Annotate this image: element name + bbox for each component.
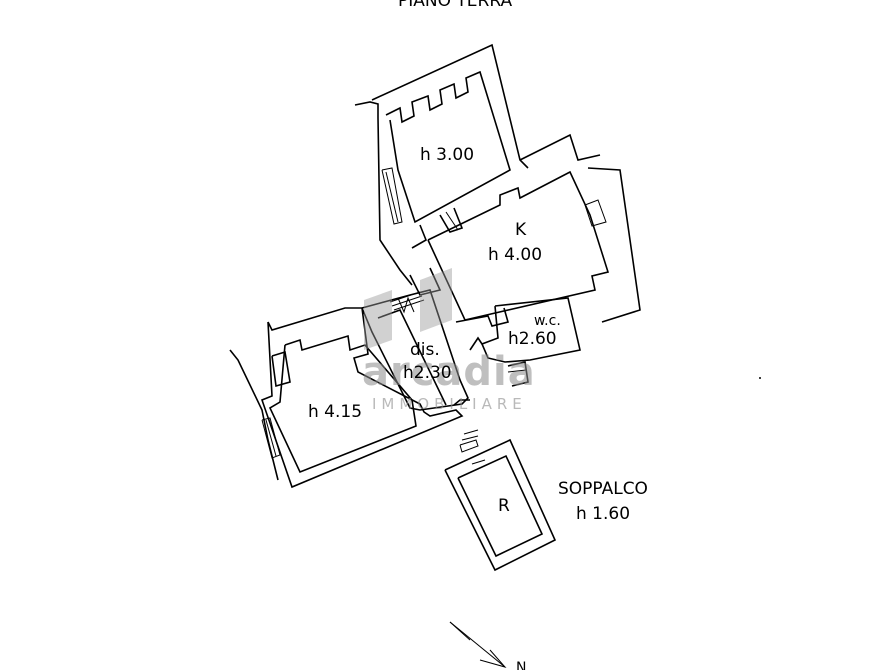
- top-room-walls: [354, 43, 641, 323]
- room-top-height: h 3.00: [420, 145, 474, 165]
- wc-height: h2.60: [508, 329, 557, 349]
- kitchen-label: K: [515, 220, 527, 240]
- kitchen-walls: [411, 170, 610, 327]
- dis-height: h2.30: [403, 363, 452, 383]
- mezzanine-label: SOPPALCO: [558, 479, 648, 499]
- wc-label: w.c.: [534, 313, 561, 329]
- watermark-logo-icon: [364, 290, 392, 350]
- watermark-sub: IMMOBILIARE: [372, 395, 527, 413]
- watermark-brand: arcadia: [362, 349, 536, 395]
- storage-walls: [444, 429, 557, 572]
- floor-title: PIANO TERRA: [398, 0, 512, 11]
- storage-label: R: [498, 496, 510, 516]
- watermark: arcadia IMMOBILIARE: [362, 268, 536, 413]
- wc-walls: [469, 297, 581, 387]
- left-room-height: h 4.15: [308, 402, 362, 422]
- kitchen-height: h 4.00: [488, 245, 542, 265]
- north-arrow: N: [449, 621, 526, 670]
- dis-walls: [361, 267, 470, 411]
- dis-label: dis.: [410, 340, 440, 360]
- north-label: N: [516, 660, 526, 670]
- mezzanine-height: h 1.60: [576, 504, 630, 524]
- left-room-walls: [229, 307, 464, 489]
